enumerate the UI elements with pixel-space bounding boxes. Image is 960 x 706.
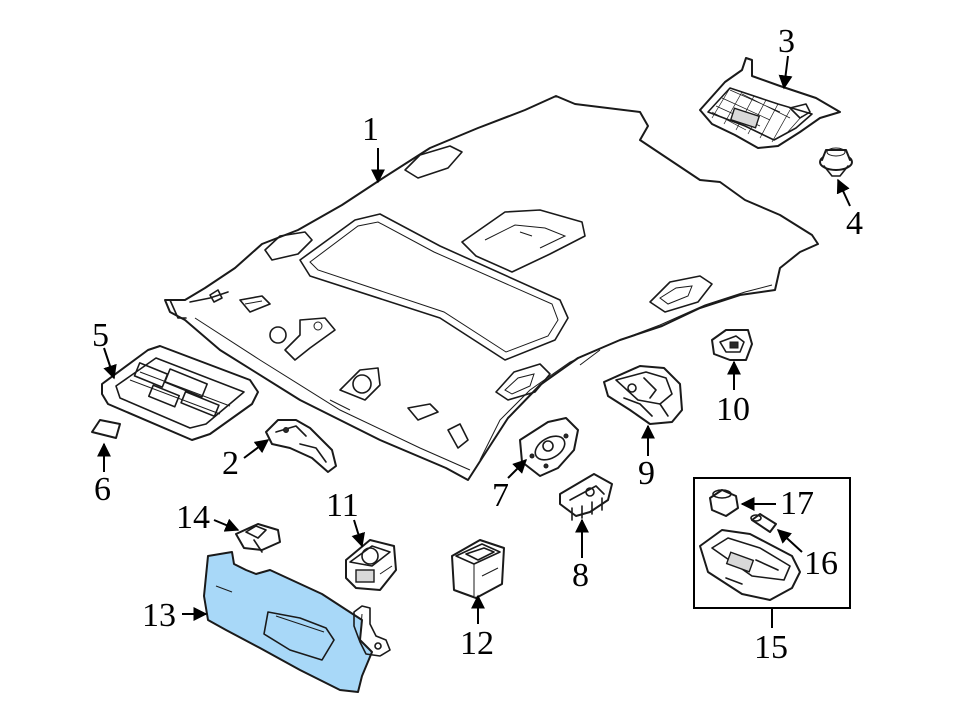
clip-part-14[interactable] bbox=[235, 523, 281, 553]
callout-6: 6 bbox=[94, 471, 111, 508]
hook-part-10[interactable] bbox=[711, 329, 753, 361]
sun-visor-body[interactable] bbox=[203, 551, 373, 693]
callouts: 1 2 3 4 5 6 7 8 9 10 11 12 13 bbox=[92, 23, 863, 666]
pad-part-6[interactable] bbox=[91, 419, 121, 439]
callout-3: 3 bbox=[778, 23, 795, 60]
rear-console-frame-part-3[interactable] bbox=[699, 57, 841, 149]
map-lamp-part-9[interactable] bbox=[603, 365, 683, 425]
callout-1: 1 bbox=[362, 111, 379, 148]
callout-17: 17 bbox=[780, 485, 814, 522]
callout-14: 14 bbox=[176, 499, 210, 536]
callout-9: 9 bbox=[638, 455, 655, 492]
bracket-part-8[interactable] bbox=[559, 473, 613, 521]
callout-4: 4 bbox=[846, 205, 863, 242]
sun-visor-part-13[interactable] bbox=[203, 551, 391, 693]
switch-part-12[interactable] bbox=[451, 539, 505, 599]
bracket-part-2[interactable] bbox=[265, 419, 337, 473]
callout-11: 11 bbox=[326, 487, 359, 524]
lamp-group-box-part-15[interactable] bbox=[693, 477, 851, 609]
callout-13: 13 bbox=[142, 597, 176, 634]
lamp-plate-part-7[interactable] bbox=[519, 417, 579, 477]
callout-8: 8 bbox=[572, 557, 589, 594]
callout-2: 2 bbox=[222, 445, 239, 482]
callout-16: 16 bbox=[804, 545, 838, 582]
callout-10: 10 bbox=[716, 391, 750, 428]
headliner-part-1[interactable] bbox=[164, 95, 819, 481]
callout-7: 7 bbox=[492, 477, 509, 514]
callout-5: 5 bbox=[92, 317, 109, 354]
callout-15: 15 bbox=[754, 629, 788, 666]
clip-part-4[interactable] bbox=[819, 147, 853, 177]
callout-12: 12 bbox=[460, 625, 494, 662]
front-console-part-5[interactable] bbox=[101, 345, 259, 441]
switch-part-11[interactable] bbox=[345, 539, 397, 591]
